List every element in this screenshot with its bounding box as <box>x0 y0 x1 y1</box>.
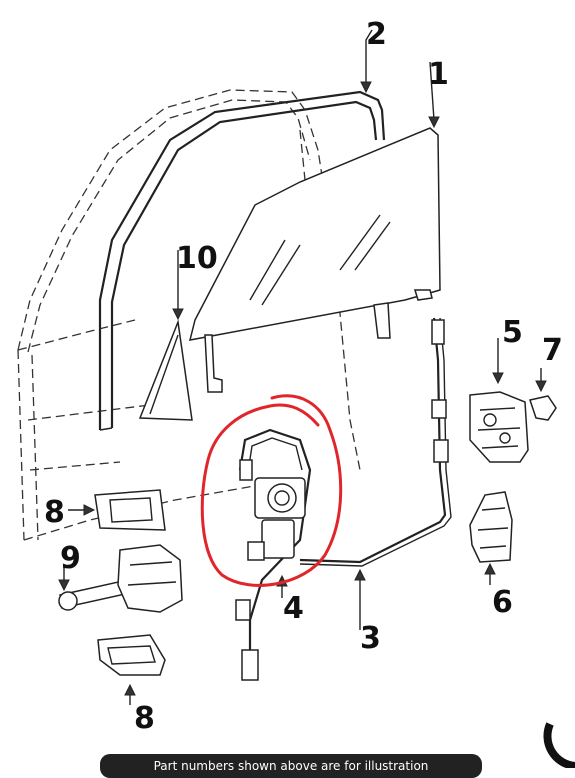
outside-handle <box>469 491 513 563</box>
caption-text: Part numbers shown above are for illustr… <box>153 759 429 773</box>
door-check <box>58 544 183 613</box>
inside-handle-upper <box>94 489 166 531</box>
regulator-motor-assembly <box>235 428 312 681</box>
caption-bar: Part numbers shown above are for illustr… <box>100 754 482 778</box>
inside-handle-lower <box>97 634 166 676</box>
highlight-circle <box>200 394 343 587</box>
label-3: 3 <box>360 621 381 656</box>
vent-glass <box>138 319 193 421</box>
label-8-lower: 8 <box>134 701 155 736</box>
label-10: 10 <box>176 241 218 276</box>
label-2: 2 <box>366 17 387 52</box>
label-4: 4 <box>283 591 304 626</box>
door-lock <box>469 391 529 463</box>
label-5: 5 <box>502 315 523 350</box>
label-1: 1 <box>428 57 449 92</box>
label-6: 6 <box>492 585 513 620</box>
label-7: 7 <box>542 333 563 368</box>
window-glass <box>188 127 441 393</box>
label-9: 9 <box>60 541 81 576</box>
loading-arc-icon <box>543 722 575 768</box>
label-8-upper: 8 <box>44 495 65 530</box>
window-regulator-rail <box>299 317 452 567</box>
leader-arrows <box>58 29 547 705</box>
glass-run-channel <box>98 90 386 431</box>
lock-clip <box>529 395 557 421</box>
